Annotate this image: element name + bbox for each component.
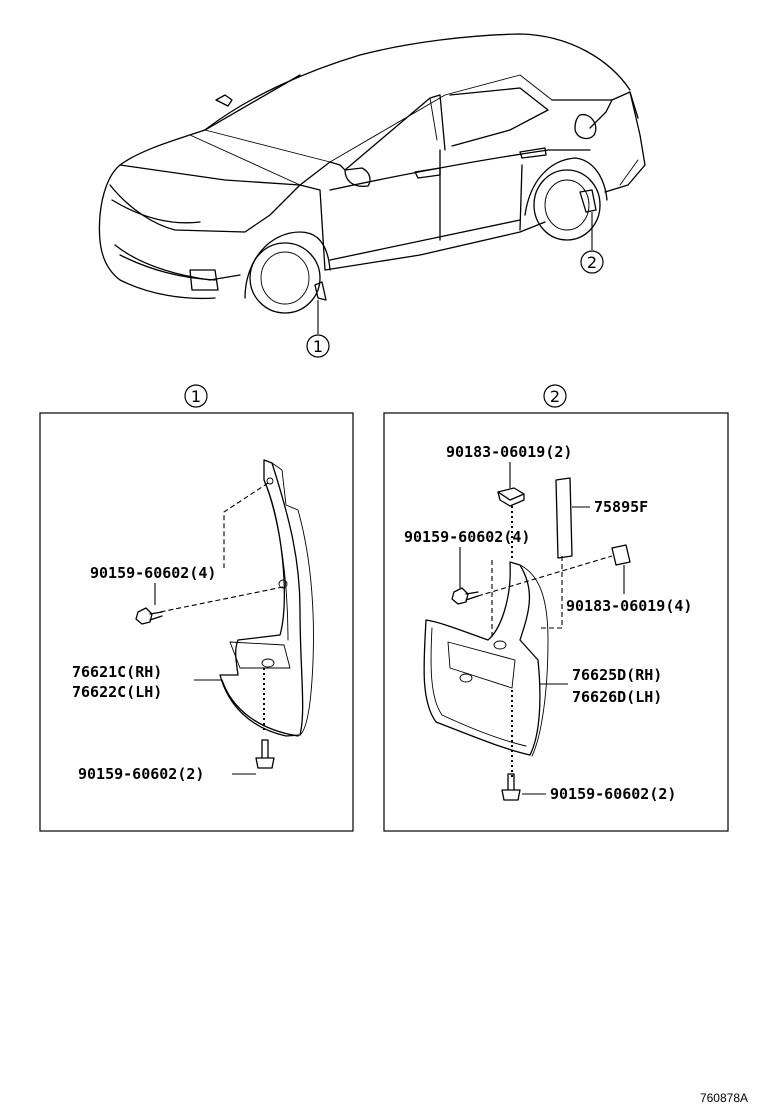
- panel-1-front-mudguard: [219, 459, 314, 737]
- panel-2-top-clip-nut: [497, 487, 525, 507]
- panel-2-upper-bolt: [451, 587, 479, 605]
- rear-mudguard-on-car: [579, 189, 597, 213]
- panel-2-rear-mudguard: [423, 561, 549, 757]
- panel-1-frame: [39, 412, 354, 832]
- panel-1-lower-bolt: [255, 739, 275, 769]
- front-mudguard-on-car: [314, 281, 327, 301]
- panel-1-upper-bolt: [135, 607, 163, 625]
- label-90159-60602-4-panel1: 90159-60602(4): [90, 564, 216, 582]
- svg-text:2: 2: [587, 253, 597, 272]
- panel-2-seal-strip: [555, 477, 573, 559]
- svg-text:2: 2: [550, 387, 560, 406]
- callout-1: 1: [306, 334, 330, 358]
- rear-wheel: [524, 157, 608, 241]
- label-76622c-lh: 76622C(LH): [72, 683, 162, 701]
- panel-2-lower-bolt: [501, 773, 521, 801]
- panel-1-assembly-line: [159, 586, 284, 613]
- front-wheel: [244, 231, 331, 314]
- svg-text:1: 1: [313, 337, 323, 356]
- car-illustration: [98, 33, 646, 314]
- reference-number: 760878A: [700, 1091, 748, 1105]
- panel-2-assembly-line: [540, 556, 563, 629]
- panel-2-header: 2: [543, 384, 567, 408]
- label-90159-60602-4-panel2: 90159-60602(4): [404, 528, 530, 546]
- panel-1-assembly-line: [223, 482, 269, 568]
- panel-2-side-clip-nut: [611, 544, 631, 566]
- label-76626d-lh: 76626D(LH): [572, 688, 662, 706]
- label-75895f: 75895F: [594, 498, 648, 516]
- label-90183-06019-4: 90183-06019(4): [566, 597, 692, 615]
- callout-2: 2: [580, 250, 604, 274]
- label-90183-06019-2: 90183-06019(2): [446, 443, 572, 461]
- svg-text:1: 1: [191, 387, 201, 406]
- label-76625d-rh: 76625D(RH): [572, 666, 662, 684]
- panel-2-assembly-line: [477, 555, 613, 597]
- panel-1-header: 1: [184, 384, 208, 408]
- panel-2-frame: [383, 412, 729, 832]
- label-90159-60602-2-panel2: 90159-60602(2): [550, 785, 676, 803]
- label-76621c-rh: 76621C(RH): [72, 663, 162, 681]
- label-90159-60602-2-panel1: 90159-60602(2): [78, 765, 204, 783]
